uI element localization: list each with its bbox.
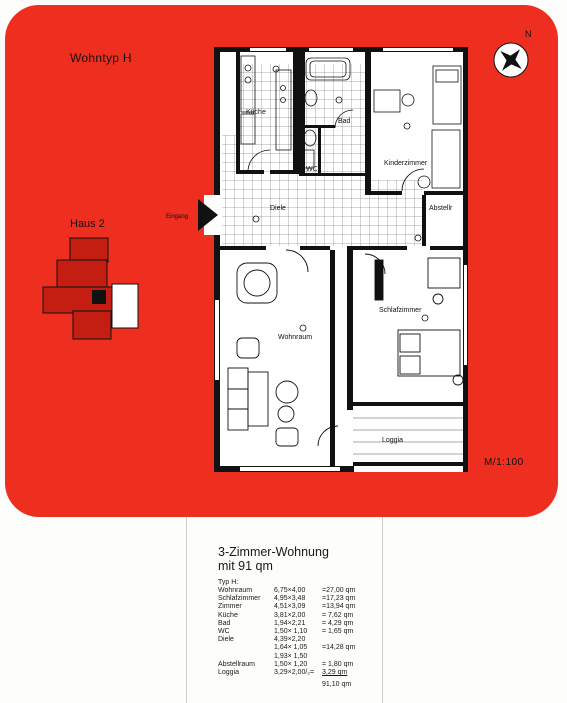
site-plan-haus2 — [42, 237, 139, 340]
row-name: Zimmer — [218, 603, 242, 611]
compass-north-label: N — [525, 29, 532, 39]
row-name — [218, 653, 274, 661]
room-label-loggia: Loggia — [382, 437, 404, 444]
row-area — [322, 653, 366, 661]
row-dims: 6,75×4,00 — [274, 587, 306, 594]
room-label-wohnraum: Wohnraum — [278, 334, 313, 341]
table-row: 1,93× 1,50 — [218, 653, 366, 661]
row-area: = 4,29 qm — [322, 619, 354, 627]
total-area: 91,10 qm — [322, 681, 352, 689]
interior-walls — [220, 52, 468, 466]
row-area — [322, 636, 366, 644]
row-area: = 7,62 qm — [322, 611, 354, 619]
table-row: Bad 1,94×2,21 = 4,29 qm — [218, 620, 366, 628]
loggia-area — [353, 406, 463, 466]
wohnraum-furniture — [227, 249, 339, 447]
entrance-arrow — [198, 195, 220, 235]
row-area: = 1,80 qm — [322, 660, 354, 668]
row-dims: 3,81×2,00 — [274, 611, 306, 619]
row-name: Abstellraum — [218, 660, 255, 668]
row-name: Wohnraum — [218, 587, 253, 594]
table-row: Zimmer 4,51×3,09 =13,94 qm — [218, 603, 366, 611]
row-area: 3,29 qm — [322, 669, 348, 677]
room-label-kinderzimmer: Kinderzimmer — [384, 160, 428, 167]
row-dims: 3,29×2,00/₂= — [274, 669, 315, 677]
row-dims: 1,50× 1,20 — [274, 660, 308, 668]
row-name: Schlafzimmer — [218, 595, 261, 603]
row-area: =13,94 qm — [322, 603, 356, 611]
left-column-rule — [186, 517, 187, 703]
compass-icon — [493, 42, 529, 78]
row-name: Loggia — [218, 669, 240, 677]
table-total-row: 91,10 qm — [218, 677, 366, 689]
schlafzimmer-furniture — [364, 253, 464, 386]
type-label: Typ H: — [218, 579, 239, 586]
right-column-rule — [382, 517, 383, 703]
kitchen-fixtures — [240, 55, 292, 171]
row-name: WC — [218, 628, 230, 636]
room-label-schlafzimmer: Schlafzimmer — [379, 307, 422, 314]
row-area: =17,23 qm — [322, 595, 356, 603]
row-dims: 4,95×3,48 — [274, 595, 306, 603]
table-row: Küche 3,81×2,00 = 7,62 qm — [218, 612, 366, 620]
row-dims: 1,64× 1,05 — [274, 644, 308, 652]
room-label-diele: Diele — [270, 205, 286, 212]
table-row: Schlafzimmer 4,95×3,48 =17,23 qm — [218, 595, 366, 603]
table-row: Abstellraum 1,50× 1,20 = 1,80 qm — [218, 661, 366, 669]
row-dims: 4,51×3,09 — [274, 603, 306, 611]
row-name: Bad — [218, 619, 231, 627]
table-row: Diele 4,39×2,20 — [218, 636, 366, 644]
apartment-description: 3-Zimmer-Wohnung mit 91 qm Typ H: Wohnra… — [218, 545, 366, 689]
row-area: = 1,65 qm — [322, 628, 354, 636]
row-name — [218, 644, 274, 652]
table-row: WC 1,50× 1,10 = 1,65 qm — [218, 628, 366, 636]
table-row: 1,64× 1,05 =14,28 qm — [218, 644, 366, 652]
diele-floor-tiles-lower — [222, 180, 422, 246]
row-name: Diele — [218, 636, 234, 644]
headline-line1: 3-Zimmer-Wohnung — [218, 545, 329, 559]
room-label-bad: Bad — [338, 118, 351, 125]
row-name: Küche — [218, 611, 238, 619]
room-label-wc: WC — [306, 166, 318, 173]
room-label-eingang: Eingang — [166, 214, 189, 220]
row-dims: 1,93× 1,50 — [274, 652, 308, 660]
scale-label: M/1:100 — [484, 457, 524, 468]
room-label-abstellr: Abstellr — [429, 205, 453, 212]
windows — [215, 48, 467, 471]
headline-line2: mit 91 qm — [218, 559, 273, 573]
row-area: =27,00 qm — [322, 587, 356, 594]
table-row: Wohnraum 6,75×4,00 =27,00 qm — [218, 587, 366, 595]
wohntyp-title: Wohntyp H — [70, 51, 132, 65]
bath-fixtures — [299, 57, 354, 169]
area-table: Wohnraum 6,75×4,00 =27,00 qm Schlafzimme… — [218, 587, 366, 689]
haus-label: Haus 2 — [70, 218, 105, 230]
room-label-kueche: Küche — [246, 109, 266, 116]
row-dims: 4,39×2,20 — [274, 636, 306, 644]
row-dims: 1,94×2,21 — [274, 619, 306, 627]
row-dims: 1,50× 1,10 — [274, 628, 308, 636]
light-fixtures — [252, 65, 429, 332]
row-area: =14,28 qm — [322, 644, 356, 652]
kinderzimmer-fixtures — [373, 65, 462, 192]
table-row: Loggia 3,29×2,00/₂= 3,29 qm — [218, 669, 366, 677]
